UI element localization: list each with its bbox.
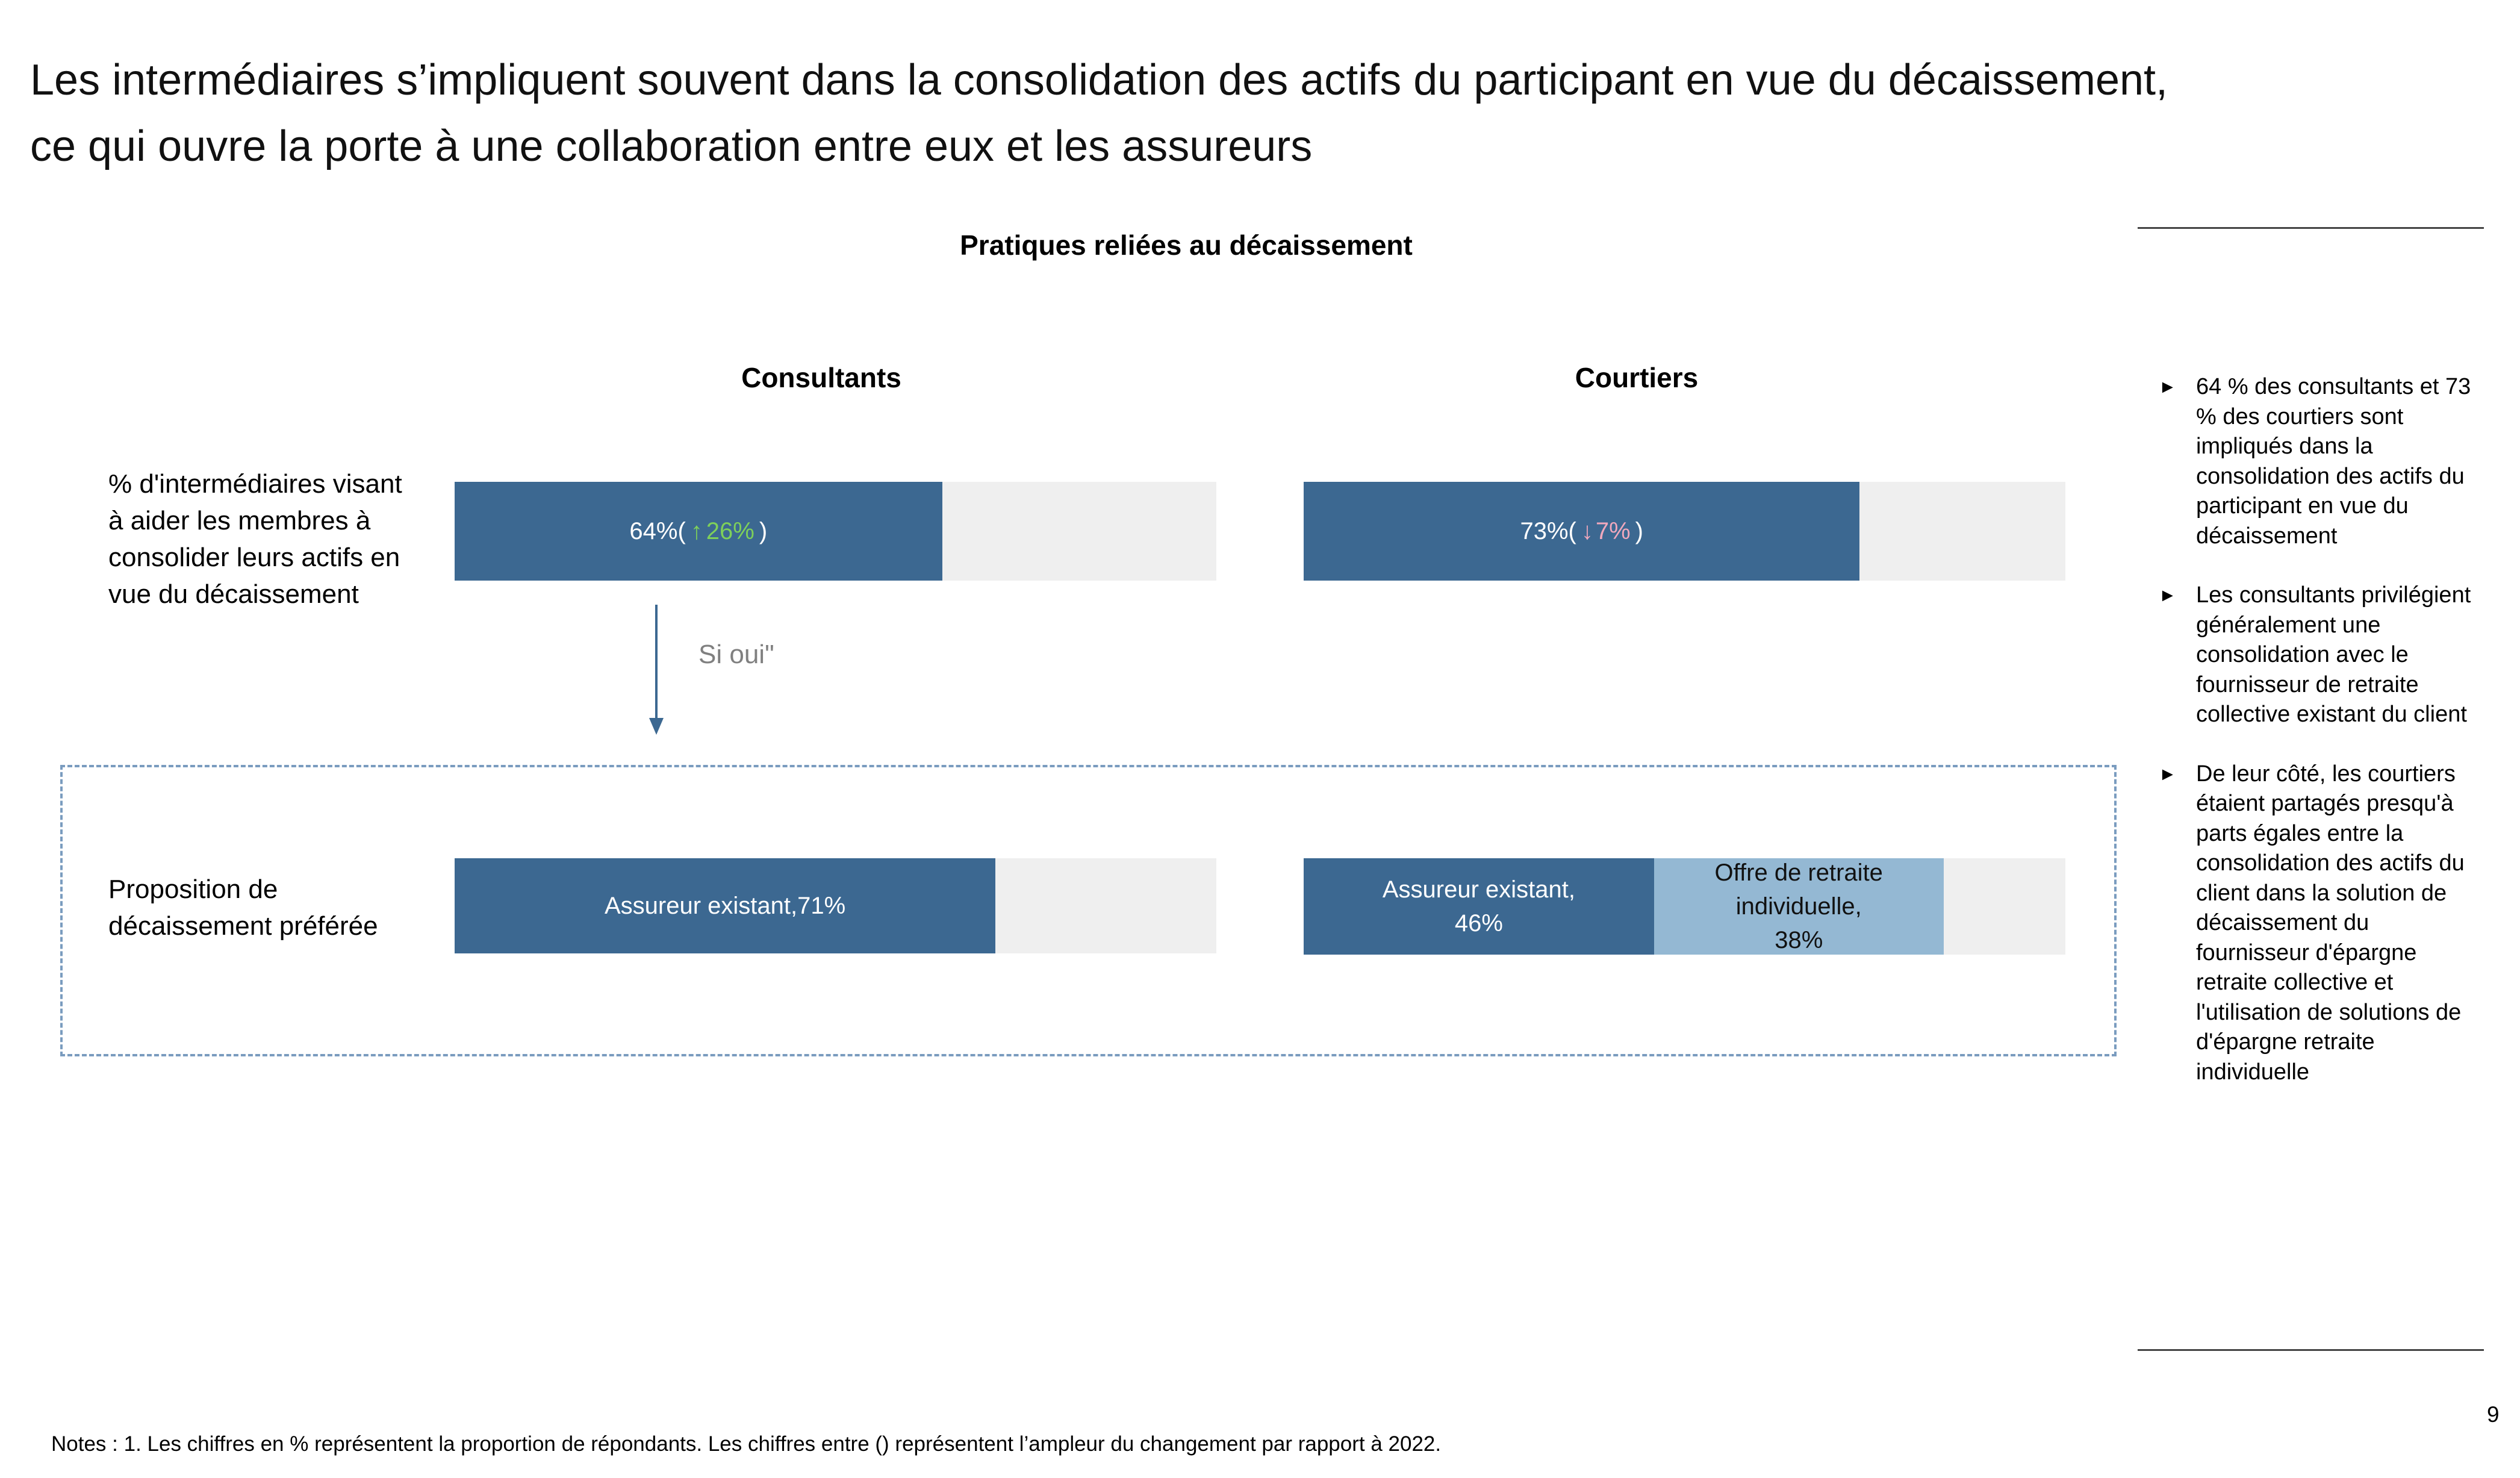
slide-title: Les intermédiaires s’impliquent souvent … (30, 47, 2378, 179)
bar-segment-label: Assureur existant,71% (604, 893, 846, 919)
row-label-line: Proposition de (108, 875, 278, 904)
sidebar-bullet-text: Les consultants privilégient généralemen… (2196, 582, 2471, 727)
arrow-up-icon: ↑ (690, 518, 703, 544)
row-label-line: vue du décaissement (108, 579, 359, 609)
arrow-down-icon: ↓ (1581, 518, 1593, 544)
bar-track-consultants-preferred: Assureur existant,71% (455, 858, 1216, 953)
bar-segment-label-line: Assureur existant, (1382, 876, 1576, 903)
bar-change-label: 7% (1595, 518, 1631, 544)
row-label-consolidation: % d'intermédiaires visant à aider les me… (108, 466, 434, 613)
bar-close-label: ) (1635, 518, 1643, 544)
bar-segment-label-line: 38% (1775, 927, 1823, 953)
row-label-line: % d'intermédiaires visant (108, 469, 402, 499)
sidebar-bullet-text: 64 % des consultants et 73 % des courtie… (2196, 374, 2471, 549)
dashed-group-box (60, 765, 2117, 1056)
bar-segment-label-line: Offre de retraite (1714, 859, 1883, 886)
sidebar-top-divider (2138, 227, 2484, 229)
slide-title-line-2: ce qui ouvre la porte à une collaboratio… (30, 122, 1313, 170)
row-label-preferred-proposal: Proposition de décaissement préférée (108, 871, 434, 944)
slide-title-line-1: Les intermédiaires s’impliquent souvent … (30, 56, 2168, 104)
sidebar-bullet: ► De leur côté, les courtiers étaient pa… (2159, 759, 2484, 1088)
triangle-right-icon: ► (2159, 585, 2177, 605)
row-label-line: consolider leurs actifs en (108, 543, 400, 572)
bar-courtiers-assureur-existant: Assureur existant, 46% (1304, 858, 1654, 955)
bar-consultants-consolidation: 64%( ↑ 26% ) (455, 482, 942, 581)
bar-track-courtiers-preferred: Assureur existant, 46% Offre de retraite… (1304, 858, 2065, 955)
bar-consultants-assureur-existant: Assureur existant,71% (455, 858, 996, 953)
column-header-courtiers: Courtiers (1575, 362, 1699, 393)
bar-courtiers-consolidation: 73%( ↓ 7% ) (1304, 482, 1860, 581)
bar-segment-label-line: 46% (1454, 910, 1503, 937)
sidebar-bullet-text: De leur côté, les courtiers étaient part… (2196, 761, 2465, 1085)
bar-segment-label-line: individuelle, (1735, 893, 1862, 920)
flow-label: Si oui" (698, 640, 774, 669)
bar-track-courtiers-consolidation: 73%( ↓ 7% ) (1304, 482, 2065, 581)
triangle-right-icon: ► (2159, 377, 2177, 397)
bar-value-label: 64%( (629, 518, 686, 544)
sidebar-bottom-divider (2138, 1349, 2484, 1351)
bar-close-label: ) (759, 518, 768, 544)
column-header-consultants: Consultants (741, 362, 901, 393)
row-label-line: décaissement préférée (108, 911, 378, 941)
chart-title: Pratiques reliées au décaissement (960, 229, 1413, 261)
flow-arrow-icon (649, 605, 664, 735)
footnote: Notes : 1. Les chiffres en % représenten… (51, 1432, 1442, 1456)
triangle-right-icon: ► (2159, 764, 2177, 784)
bar-courtiers-offre-individuelle: Offre de retraite individuelle, 38% (1654, 858, 1944, 955)
sidebar-bullets: ► 64 % des consultants et 73 % des court… (2159, 372, 2484, 1117)
bar-change-label: 26% (706, 518, 754, 544)
bar-value-label: 73%( (1520, 518, 1576, 544)
sidebar-bullet: ► Les consultants privilégient généralem… (2159, 581, 2484, 730)
bar-track-consultants-consolidation: 64%( ↑ 26% ) (455, 482, 1216, 581)
page-number: 9 (2487, 1402, 2500, 1427)
sidebar-bullet: ► 64 % des consultants et 73 % des court… (2159, 372, 2484, 551)
row-label-line: à aider les membres à (108, 506, 371, 535)
